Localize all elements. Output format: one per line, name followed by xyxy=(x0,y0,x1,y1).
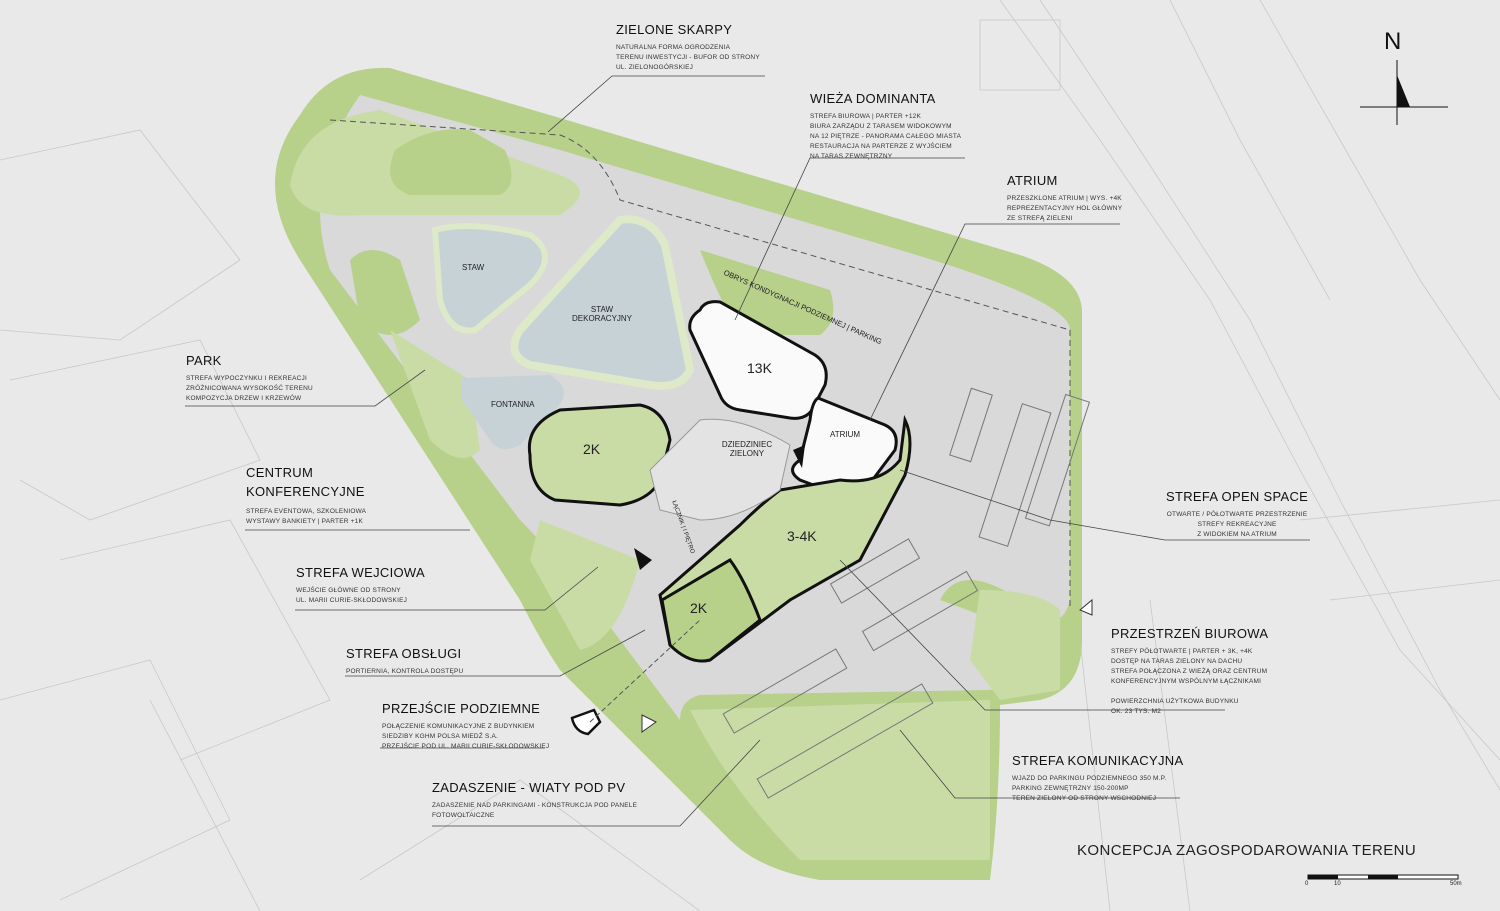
green-area-se xyxy=(970,590,1060,700)
pond-dekoracyjny xyxy=(510,215,695,390)
underground-outline xyxy=(329,119,1071,610)
green-area-park xyxy=(390,330,480,458)
label-title: ZADASZENIE - WIATY POD PV xyxy=(432,780,626,795)
building-2k-south xyxy=(660,558,762,663)
label-title: STREFA KOMUNIKACYJNA xyxy=(1012,753,1184,768)
label-title: STREFA WEJCIOWA xyxy=(296,565,425,580)
pond-staw xyxy=(431,223,548,334)
entrance-marker-3 xyxy=(641,714,657,733)
map-label-staw-dekoracyjny: STAW DEKORACYJNY xyxy=(572,305,633,323)
map-label-2k-south: 2K xyxy=(690,600,708,616)
label-zielone-skarpy: ZIELONE SKARPY NATURALNA FORMA OGRODZENI… xyxy=(616,22,760,73)
label-title: PRZESTRZEŃ BIUROWA xyxy=(1111,626,1269,641)
label-desc: ZADASZENIE NAD PARKINGAMI - KONSTRUKCJA … xyxy=(432,802,638,819)
label-desc: STREFA EVENTOWA, SZKOLENIOWA WYSTAWY BAN… xyxy=(246,508,367,525)
green-area-west xyxy=(350,250,420,335)
label-title: CENTRUM KONFERENCYJNE xyxy=(246,465,365,499)
label-desc: WJAZD DO PARKINGU PODZIEMNEGO 350 M.P. P… xyxy=(1012,775,1167,802)
map-label-staw: STAW xyxy=(462,263,485,272)
map-label-dziedziniec: DZIEDZINIEC ZIELONY xyxy=(721,440,773,458)
entrance-marker-2 xyxy=(793,445,805,468)
page-title: KONCEPCJA ZAGOSPODAROWANIA TERENU xyxy=(1077,842,1417,859)
entrance-marker-4 xyxy=(1079,598,1093,616)
north-label: N xyxy=(1384,28,1402,55)
label-desc: OTWARTE / PÓŁOTWARTE PRZESTRZENIE STREFY… xyxy=(1166,511,1308,538)
map-label-2k-west: 2K xyxy=(583,441,601,457)
label-centrum: CENTRUM KONFERENCYJNE STREFA EVENTOWA, S… xyxy=(246,463,366,527)
label-title: ZIELONE SKARPY xyxy=(616,22,733,37)
label-przejscie: PRZEJŚCIE PODZIEMNE POŁĄCZENIE KOMUNIKAC… xyxy=(382,701,549,752)
scale-label-50: 50m xyxy=(1450,881,1462,887)
passage-dashed xyxy=(589,619,701,723)
label-title: STREFA OPEN SPACE xyxy=(1166,489,1309,504)
entrance-marker-1 xyxy=(634,548,652,570)
scale-label-10: 10 xyxy=(1334,881,1341,887)
green-mound xyxy=(390,129,512,195)
map-label-atrium: ATRIUM xyxy=(830,430,861,439)
label-title: WIEŻA DOMINANTA xyxy=(810,91,936,106)
passage-shape xyxy=(570,708,602,736)
scale-label-0: 0 xyxy=(1305,881,1309,887)
map-label-13k: 13K xyxy=(747,360,772,376)
label-title: ATRIUM xyxy=(1007,173,1058,188)
green-area-sw xyxy=(530,520,640,650)
scale-bar xyxy=(1307,874,1459,880)
map-label-fontanna: FONTANNA xyxy=(491,400,535,409)
label-desc: PORTIERNIA, KONTROLA DOSTĘPU xyxy=(346,668,464,675)
label-desc: PRZESZKLONE ATRIUM | WYS. +4K REPREZENTA… xyxy=(1007,195,1123,222)
label-title: STREFA OBSŁUGI xyxy=(346,646,462,661)
label-desc: STREFY PÓŁOTWARTE | PARTER + 3K, +4K DOS… xyxy=(1111,648,1268,715)
label-obslugi: STREFA OBSŁUGI PORTIERNIA, KONTROLA DOST… xyxy=(346,646,463,677)
label-desc: STREFA WYPOCZYNKU I REKREACJI ZRÓŻNICOWA… xyxy=(186,375,313,402)
label-biurowa: PRZESTRZEŃ BIUROWA STREFY PÓŁOTWARTE | P… xyxy=(1111,626,1268,717)
label-wieza: WIEŻA DOMINANTA STREFA BIUROWA | PARTER … xyxy=(810,91,961,162)
map-label-3-4k: 3-4K xyxy=(787,528,817,544)
label-desc: WEJŚCIE GŁÓWNE OD STRONY UL. MARII CURIE… xyxy=(296,587,408,604)
label-zadaszenie: ZADASZENIE - WIATY POD PV ZADASZENIE NAD… xyxy=(432,780,637,821)
label-title: PRZEJŚCIE PODZIEMNE xyxy=(382,701,541,716)
label-desc: NATURALNA FORMA OGRODZENIA TERENU INWEST… xyxy=(616,44,760,71)
label-park: PARK STREFA WYPOCZYNKU I REKREACJI ZRÓŻN… xyxy=(186,353,313,404)
label-title: PARK xyxy=(186,353,222,368)
label-open-space: STREFA OPEN SPACE OTWARTE / PÓŁOTWARTE P… xyxy=(1166,489,1308,540)
courtyard xyxy=(649,418,791,521)
leader-lines xyxy=(185,75,1310,827)
building-13k xyxy=(688,300,828,420)
label-desc: POŁĄCZENIE KOMUNIKACYJNE Z BUDYNKIEM SIE… xyxy=(382,723,550,750)
fountain xyxy=(462,375,564,449)
north-arrow xyxy=(1360,60,1448,125)
label-komunikacyjna: STREFA KOMUNIKACYJNA WJAZD DO PARKINGU P… xyxy=(1012,753,1183,804)
green-area-south xyxy=(690,700,990,860)
parking xyxy=(722,387,1091,799)
label-wejsciowa: STREFA WEJCIOWA WEJŚCIE GŁÓWNE OD STRONY… xyxy=(296,565,425,606)
label-atrium: ATRIUM PRZESZKLONE ATRIUM | WYS. +4K REP… xyxy=(1007,173,1122,224)
label-desc: STREFA BIUROWA | PARTER +12K BIURA ZARZĄ… xyxy=(810,113,962,160)
